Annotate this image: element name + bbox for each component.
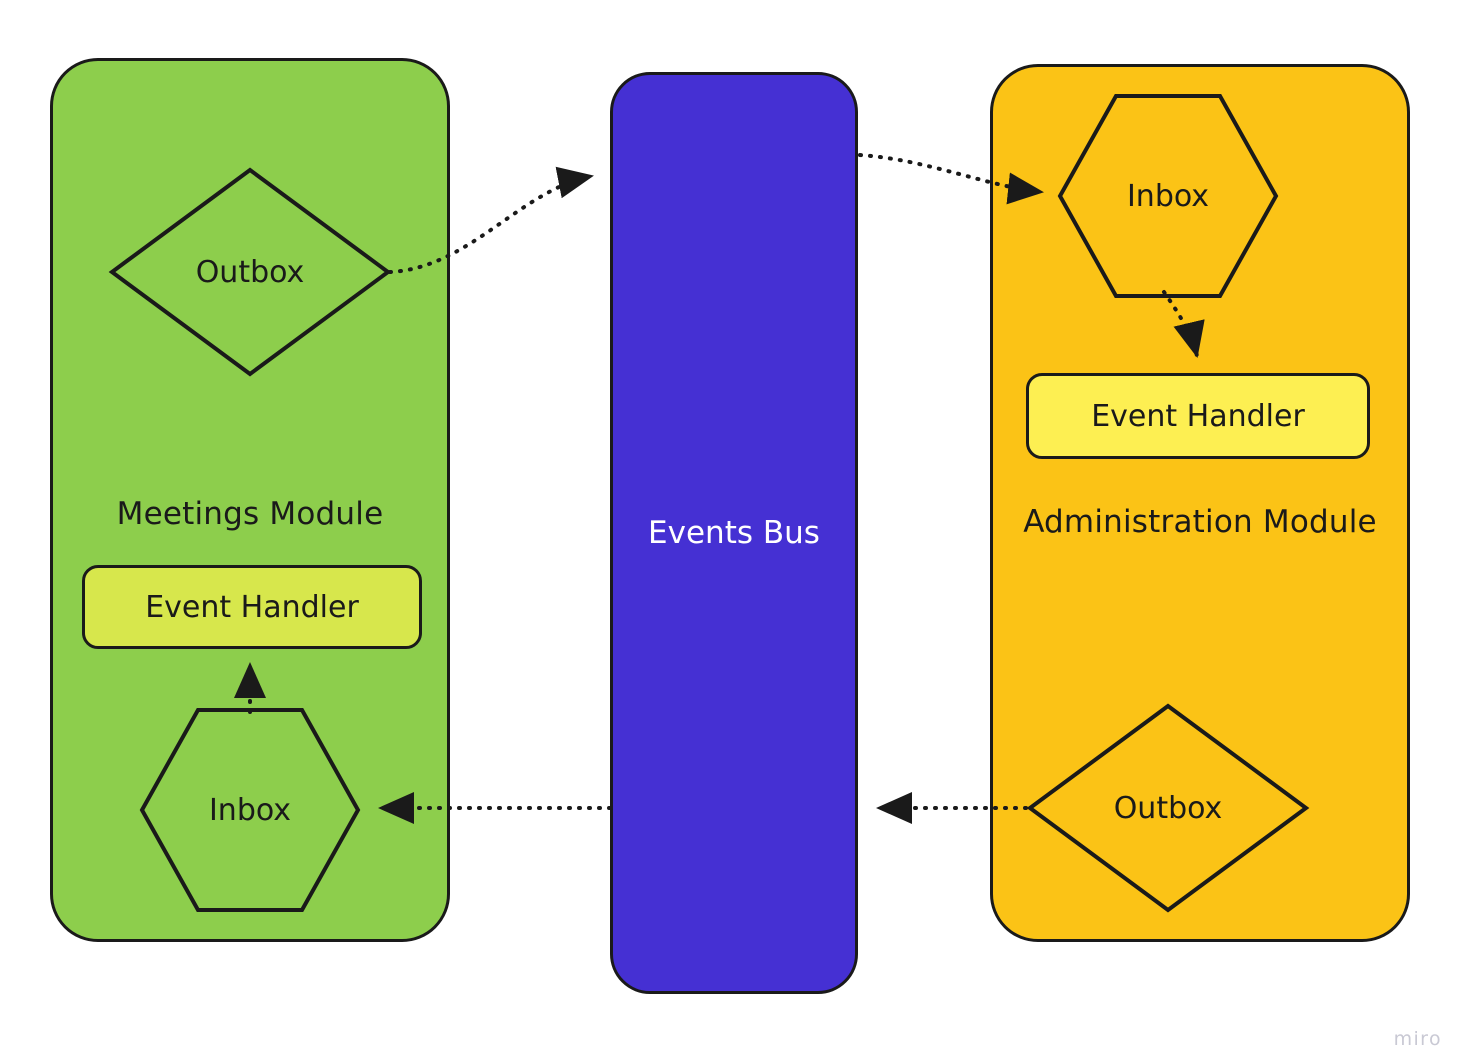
events-bus-title: Events Bus bbox=[648, 515, 820, 551]
meetings-module-title: Meetings Module bbox=[116, 496, 384, 532]
hexagon-shape-icon bbox=[1057, 94, 1279, 298]
admin-outbox-node[interactable]: Outbox bbox=[1026, 702, 1310, 914]
admin-inbox-node[interactable]: Inbox bbox=[1056, 92, 1280, 300]
miro-watermark: miro bbox=[1393, 1028, 1442, 1050]
diamond-shape-icon bbox=[1026, 703, 1310, 913]
meetings-inbox-node[interactable]: Inbox bbox=[138, 706, 362, 914]
diamond-shape-icon bbox=[108, 167, 392, 377]
meetings-event-handler-node[interactable]: Event Handler bbox=[82, 565, 422, 649]
events-bus-container[interactable]: Events Bus bbox=[610, 72, 858, 994]
administration-module-title: Administration Module bbox=[1023, 504, 1377, 540]
meetings-event-handler-label: Event Handler bbox=[145, 589, 359, 625]
admin-event-handler-label: Event Handler bbox=[1091, 398, 1305, 434]
meetings-outbox-node[interactable]: Outbox bbox=[108, 166, 392, 378]
hexagon-shape-icon bbox=[139, 708, 361, 912]
admin-event-handler-node[interactable]: Event Handler bbox=[1026, 373, 1370, 459]
